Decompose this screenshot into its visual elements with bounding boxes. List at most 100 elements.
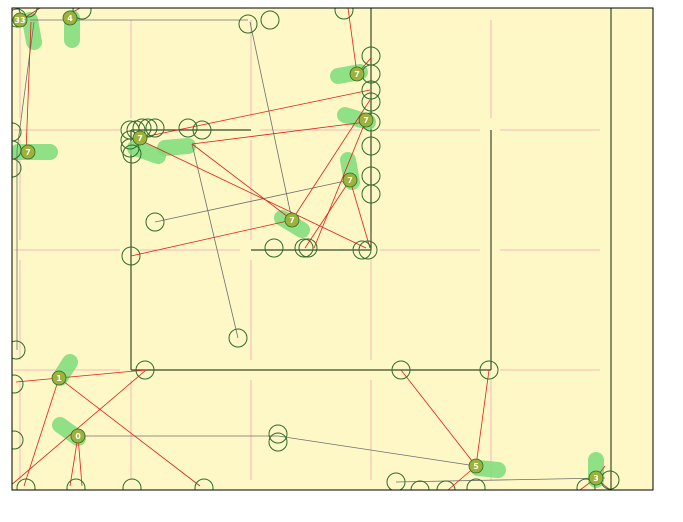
node-ring	[12, 158, 22, 178]
links	[12, 8, 611, 490]
node-ring	[386, 472, 406, 490]
node-n-top-left-a: 33	[12, 12, 28, 28]
map-background	[12, 8, 653, 490]
node-n-bottom-mid: 5	[468, 458, 484, 474]
node-n-center: 7	[284, 212, 300, 228]
gray-link	[277, 435, 477, 467]
node-ring	[391, 360, 411, 380]
node-n-top-left-b: 4	[62, 10, 78, 26]
node-ring	[361, 136, 381, 156]
node-ring	[264, 238, 284, 258]
node-ring	[16, 478, 36, 490]
node-dot	[12, 12, 28, 28]
node-dot	[349, 66, 365, 82]
node-ring	[66, 478, 86, 490]
node-ring	[436, 480, 456, 490]
red-link	[138, 89, 371, 139]
node-dot	[588, 470, 604, 486]
node-n-lower-left-2: 0	[70, 428, 86, 444]
node-ring	[260, 10, 280, 30]
red-link	[347, 8, 358, 75]
node-ring	[268, 424, 288, 444]
node-n-upper-right-1: 7	[349, 66, 365, 82]
node-ring	[145, 212, 165, 232]
red-link	[349, 179, 371, 249]
node-n-cluster: 7	[132, 130, 148, 146]
gray-link	[191, 143, 239, 339]
node-ring	[294, 238, 314, 258]
red-link	[12, 369, 147, 485]
gray-link	[16, 21, 35, 151]
red-link	[58, 369, 147, 379]
node-ring	[178, 118, 198, 138]
node-ring	[121, 246, 141, 266]
node-ring	[228, 328, 248, 348]
red-link	[191, 121, 367, 145]
node-label: 7	[354, 70, 360, 79]
red-link	[77, 435, 83, 487]
node-ring	[72, 8, 92, 20]
red-link	[58, 377, 201, 487]
node-n-bottom-right: 3	[588, 470, 604, 486]
red-link	[69, 435, 79, 487]
node-label: 0	[75, 432, 81, 441]
node-label: 7	[137, 134, 143, 143]
red-link	[139, 139, 367, 249]
node-label: 5	[473, 462, 479, 471]
map-frame	[11, 7, 654, 491]
node-dot	[132, 130, 148, 146]
node-ring	[334, 8, 354, 20]
node-label: 7	[25, 148, 31, 157]
node-ring	[466, 478, 486, 490]
node-label: 4	[67, 14, 73, 23]
node-dot	[342, 172, 358, 188]
node-halo	[157, 138, 196, 156]
red-link	[400, 369, 477, 467]
node-ring	[192, 120, 212, 140]
node-ring	[298, 238, 318, 258]
red-link	[475, 369, 490, 467]
gray-link	[249, 21, 293, 221]
red-link	[313, 119, 367, 249]
red-link	[291, 99, 371, 221]
node-label: 7	[363, 116, 369, 125]
node-ring	[358, 240, 378, 260]
node-ring	[122, 478, 142, 490]
node-dot	[284, 212, 300, 228]
node-label: 7	[289, 216, 295, 225]
node-ring	[12, 374, 24, 394]
node-ring	[361, 92, 381, 112]
node-ring	[138, 118, 158, 138]
node-label: 7	[347, 176, 353, 185]
node-label: 1	[56, 374, 62, 383]
node-n-left-mid: 7	[20, 144, 36, 160]
node-ring	[135, 360, 155, 380]
node-label: 3	[593, 474, 599, 483]
node-ring	[122, 144, 142, 164]
node-dot	[20, 144, 36, 160]
node-ring	[194, 478, 214, 490]
node-ring	[238, 14, 258, 34]
node-n-lower-left-1: 1	[51, 370, 67, 386]
node-ring	[361, 80, 381, 100]
node-ring	[352, 240, 372, 260]
node-dot	[70, 428, 86, 444]
node-n-mid-right: 7	[342, 172, 358, 188]
red-link	[23, 377, 60, 487]
node-n-upper-right-2: 7	[358, 112, 374, 128]
red-link	[130, 219, 293, 257]
red-link	[191, 143, 293, 221]
node-ring	[12, 122, 22, 142]
gray-link	[395, 477, 606, 483]
node-dot	[51, 370, 67, 386]
node-dot	[468, 458, 484, 474]
node-ring	[18, 8, 38, 18]
node-ring	[410, 480, 430, 490]
node-ring	[576, 478, 596, 490]
walls	[130, 8, 612, 490]
node-label: 33	[14, 16, 25, 25]
gray-link	[154, 179, 351, 223]
red-link	[25, 21, 32, 153]
